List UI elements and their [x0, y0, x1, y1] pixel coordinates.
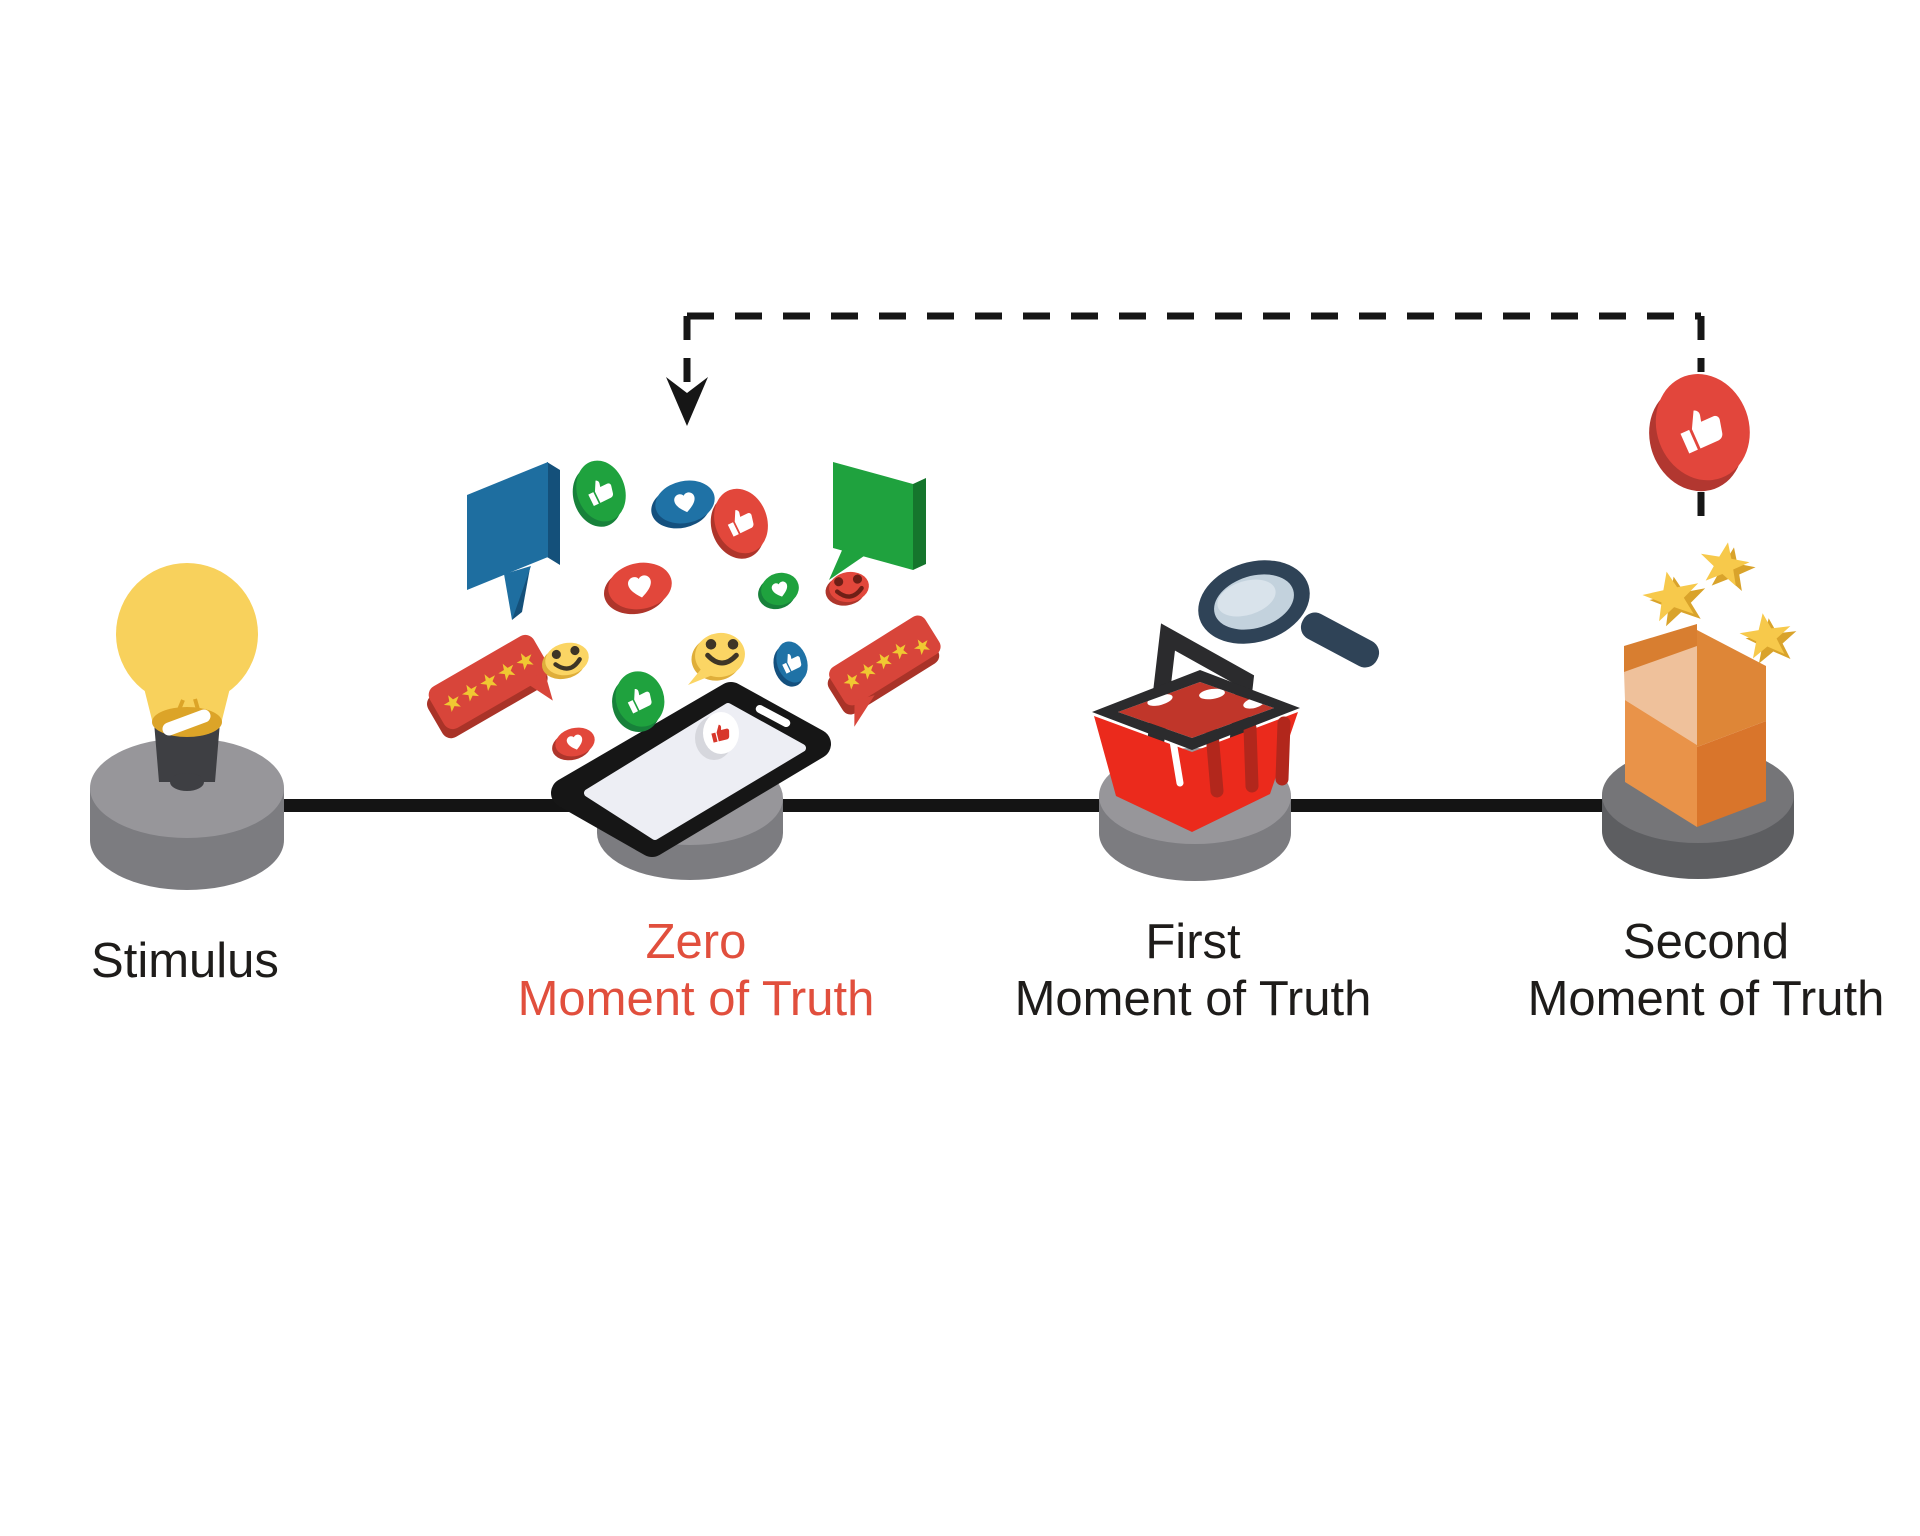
arrowhead-down-icon: [666, 377, 708, 426]
magnifier-icon: [1198, 560, 1380, 668]
zmot-reaction-cloud: [427, 460, 941, 761]
smiley-speech-bubble-icon: [688, 632, 745, 685]
five-star-review-bubble-icon: [427, 634, 553, 739]
five-star-review-bubble-icon: [827, 615, 941, 727]
smiley-icon: [541, 642, 589, 680]
smot-label-line1: Second: [1623, 915, 1789, 969]
zmot-label-line2: Moment of Truth: [518, 972, 875, 1026]
heart-icon: [604, 562, 672, 615]
lightbulb-icon: [116, 563, 258, 791]
thumbs-up-badge-icon: [1649, 374, 1750, 492]
thumbs-up-icon: [572, 460, 626, 527]
smiley-icon: [825, 571, 869, 606]
timeline-line: [187, 799, 1698, 812]
speech-bubble-icon: [829, 462, 926, 580]
feedback-loop-dashed-arrow: [683, 312, 1705, 530]
thumbs-up-icon: [773, 641, 808, 687]
heart-icon: [758, 572, 799, 610]
smot-label-line2: Moment of Truth: [1528, 972, 1885, 1026]
stage-labels: Stimulus Zero Moment of Truth First Mome…: [91, 915, 1884, 1026]
phone-speaker: [755, 704, 791, 728]
pedestal-stimulus: [90, 738, 284, 890]
thumbs-up-icon: [612, 671, 665, 732]
thumbs-up-icon: [710, 488, 768, 559]
fmot-label-line1: First: [1145, 915, 1241, 969]
zmot-label-line1: Zero: [646, 915, 747, 969]
stimulus-label: Stimulus: [91, 934, 279, 988]
heart-icon: [552, 727, 595, 761]
fmot-label-line2: Moment of Truth: [1015, 972, 1372, 1026]
open-box-icon: [1624, 624, 1766, 827]
speech-bubble-icon: [467, 462, 560, 620]
shopping-basket-icon: [1092, 623, 1300, 832]
heart-icon: [651, 480, 715, 529]
smartphone-icon: [551, 682, 831, 857]
